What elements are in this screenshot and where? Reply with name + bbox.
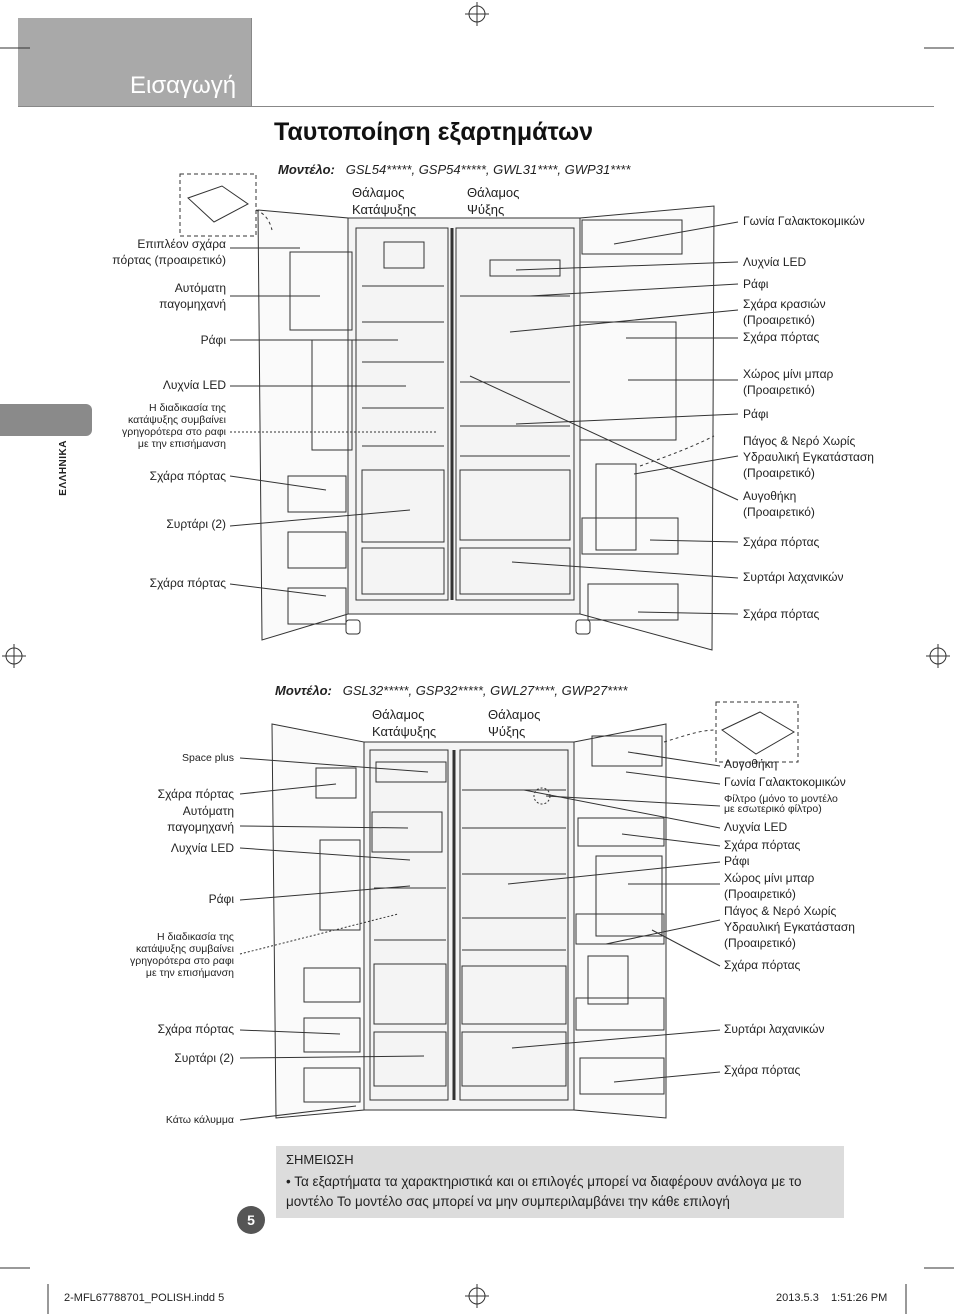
bottom-label-ice-water-plumbing: Πάγος & Νερό Χωρίς Υδραυλική Εγκατάσταση… [724, 904, 855, 950]
bottom-model-line: Μοντέλο: GSL32*****, GSP32*****, GWL27**… [275, 683, 627, 698]
note-title: ΣΗΜΕΙΩΣΗ [286, 1152, 354, 1167]
bottom-label-vegetable-drawer: Συρτάρι λαχανικών [724, 1022, 825, 1036]
bottom-label-filter: Φίλτρο (μόνο το μοντέλο με εσωτερικό φίλ… [724, 793, 838, 815]
top-freezer-label: Θάλαμος Κατάψυξης [352, 185, 417, 217]
header-divider [18, 106, 934, 107]
top-label-door-bin-2: Σχάρα πόρτας [149, 576, 226, 590]
bottom-label-mini-bar: Χώρος μίνι μπαρ (Προαιρετικό) [724, 871, 815, 901]
top-label-dairy-corner: Γωνία Γαλακτοκομικών [743, 214, 865, 228]
top-fridge-drawing [179, 173, 715, 651]
bottom-label-led: Λυχνία LED [170, 841, 234, 855]
top-fridge-label: Θάλαμος Ψύξης [467, 185, 520, 217]
bottom-left-leaders [239, 757, 429, 1121]
bottom-fridge-drawing [271, 701, 799, 1119]
top-label-led-right: Λυχνία LED [743, 255, 807, 269]
page-number: 5 [237, 1206, 265, 1234]
bottom-label-fast-freeze-note: Η διαδικασία της κατάψυξης συμβαίνει γρη… [129, 931, 234, 979]
bottom-label-door-bin-1: Σχάρα πόρτας [157, 787, 234, 801]
bottom-label-shelf-right: Ράφι [724, 854, 750, 868]
registration-mark-right [926, 644, 950, 668]
top-label-mini-bar: Χώρος μίνι μπαρ (Προαιρετικό) [743, 367, 834, 397]
footer-date: 2013.5.3 1:51:26 PM [776, 1292, 888, 1304]
top-label-door-bin-1: Σχάρα πόρτας [149, 469, 226, 483]
registration-mark-left [2, 644, 26, 668]
bottom-label-drawers: Συρτάρι (2) [174, 1051, 234, 1065]
top-model-label: Μοντέλο: [278, 162, 335, 177]
top-label-door-bin-right-3: Σχάρα πόρτας [743, 607, 820, 621]
bottom-label-shelf: Ράφι [208, 892, 234, 906]
bottom-label-door-bin-2: Σχάρα πόρτας [157, 1022, 234, 1036]
section-header-box [18, 18, 251, 106]
header-divider-vertical [251, 18, 252, 106]
footer-file: 2-MFL67788701_POLISH.indd 5 [64, 1292, 225, 1304]
top-label-shelf: Ράφι [200, 333, 226, 347]
top-label-extra-door-bin: Επιπλέον σχάρα πόρτας (προαιρετικό) [112, 237, 226, 267]
top-label-egg-tray: Αυγοθήκη (Προαιρετικό) [743, 489, 815, 519]
top-label-led: Λυχνία LED [162, 378, 226, 392]
top-right-leaders [469, 221, 739, 615]
top-label-shelf-right-2: Ράφι [743, 407, 769, 421]
bottom-label-door-bin-right-1: Σχάρα πόρτας [724, 838, 801, 852]
bottom-freezer-label: Θάλαμος Κατάψυξης [372, 707, 437, 739]
section-title: Εισαγωγή [130, 72, 237, 99]
top-label-wine-rack: Σχάρα κρασιών (Προαιρετικό) [743, 297, 826, 327]
top-label-door-bin-right-2: Σχάρα πόρτας [743, 535, 820, 549]
top-label-ice-maker: Αυτόματη παγομηχανή [159, 281, 226, 311]
top-label-drawers: Συρτάρι (2) [166, 517, 226, 531]
registration-mark-top [465, 2, 489, 26]
bottom-label-led-right: Λυχνία LED [724, 820, 788, 834]
bottom-label-bottom-cover: Κάτω κάλυμμα [165, 1114, 234, 1126]
top-left-leaders [229, 247, 436, 597]
top-label-ice-water-plumbing: Πάγος & Νερό Χωρίς Υδραυλική Εγκατάσταση… [743, 434, 874, 480]
top-label-door-bin-right-1: Σχάρα πόρτας [743, 330, 820, 344]
bottom-label-door-bin-right-3: Σχάρα πόρτας [724, 1063, 801, 1077]
bottom-model-value: GSL32*****, GSP32*****, GWL27****, GWP27… [342, 683, 628, 698]
bottom-right-leaders [507, 751, 721, 1083]
bottom-label-door-bin-right-2: Σχάρα πόρτας [724, 958, 801, 972]
note-text: • Τα εξαρτήματα τα χαρακτηριστικά και οι… [286, 1174, 802, 1209]
bottom-label-space-plus: Space plus [182, 752, 234, 764]
bottom-model-label: Μοντέλο: [275, 683, 332, 698]
bottom-label-egg-tray: Αυγοθήκη [724, 757, 778, 771]
top-label-fast-freeze-note: Η διαδικασία της κατάψυξης συμβαίνει γρη… [121, 402, 226, 450]
page-title: Ταυτοποίηση εξαρτημάτων [274, 118, 594, 146]
top-model-line: Μοντέλο: GSL54*****, GSP54*****, GWL31**… [278, 162, 630, 177]
bottom-label-ice-maker: Αυτόματη παγομηχανή [167, 804, 234, 834]
top-label-shelf-right: Ράφι [743, 277, 769, 291]
registration-mark-bottom [465, 1284, 489, 1308]
note-box [276, 1146, 844, 1218]
bottom-label-dairy-corner: Γωνία Γαλακτοκομικών [724, 775, 846, 789]
bottom-fridge-label: Θάλαμος Ψύξης [488, 707, 541, 739]
top-model-value: GSL54*****, GSP54*****, GWL31****, GWP31… [345, 162, 631, 177]
top-label-vegetable-drawer: Συρτάρι λαχανικών [743, 570, 844, 584]
language-tab [0, 404, 92, 436]
